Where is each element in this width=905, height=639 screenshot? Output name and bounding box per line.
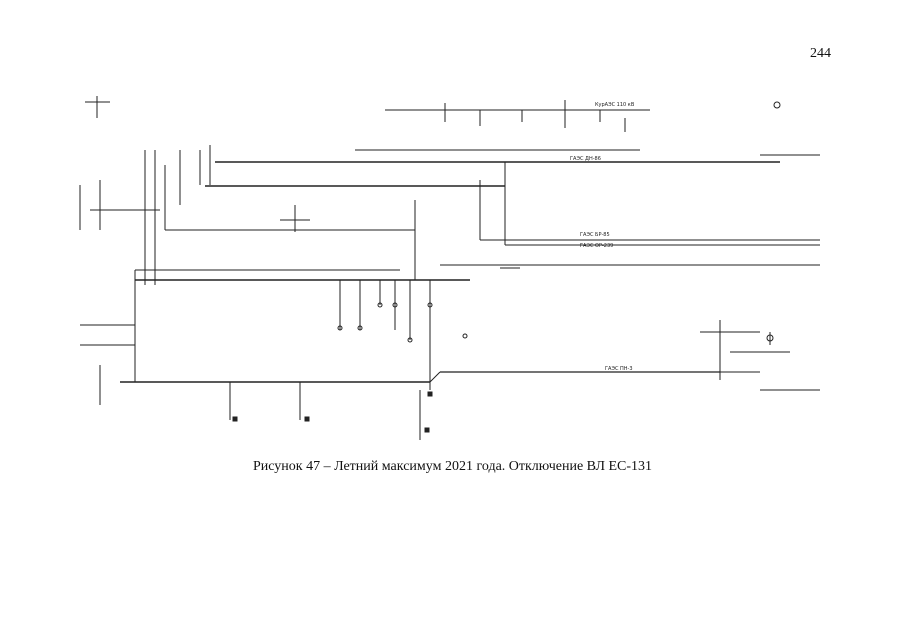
page-number: 244 [810, 46, 831, 61]
figure-caption: Рисунок 47 – Летний максимум 2021 года. … [252, 459, 653, 474]
line-label-3: ГАЭС ОР-239 [580, 243, 613, 249]
single-line-diagram: КурАЭС 110 кВ ГАЭС ДН-86 ГАЭС БР-85 ГАЭС… [79, 96, 820, 440]
line-label-2: ГАЭС БР-85 [580, 232, 610, 238]
kuraes-bus-label: КурАЭС 110 кВ [595, 102, 635, 108]
line-label-4: ГАЭС ПН-3 [605, 366, 633, 372]
line-label-1: ГАЭС ДН-86 [570, 156, 601, 162]
